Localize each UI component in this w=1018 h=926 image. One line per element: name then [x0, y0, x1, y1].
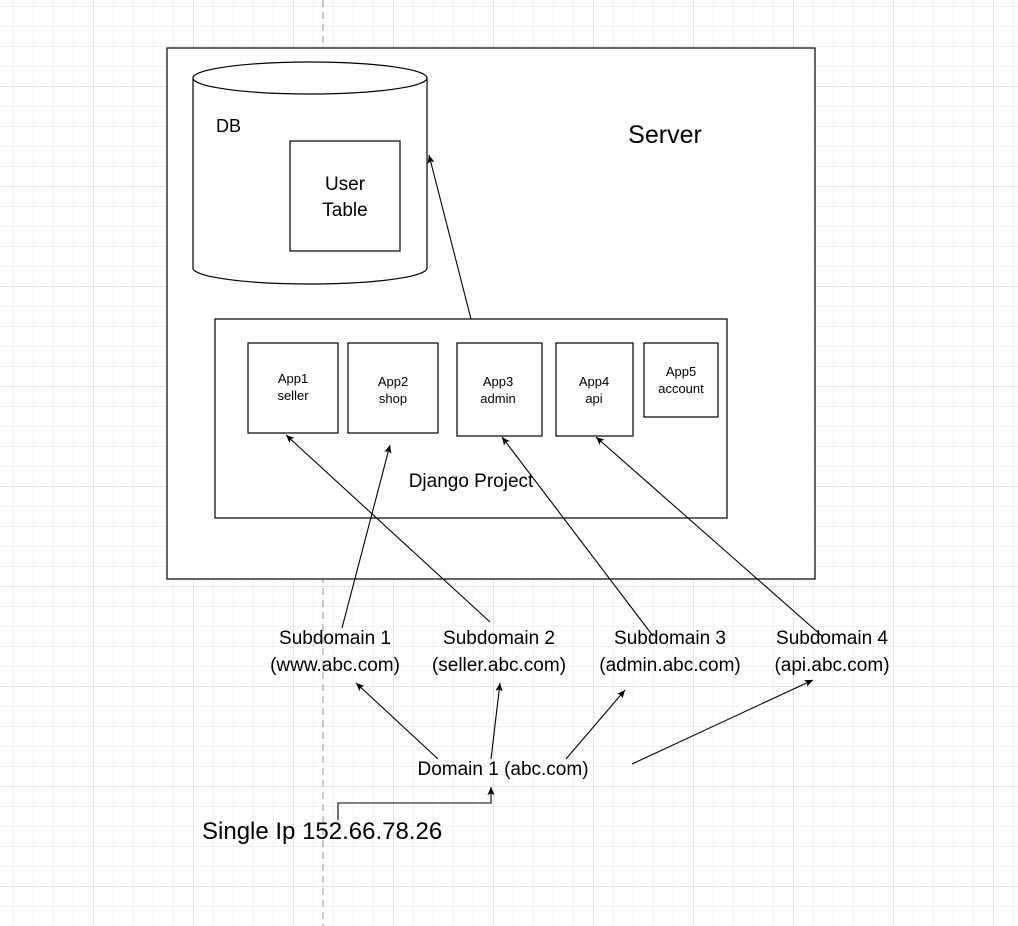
app-box-role: seller — [277, 388, 309, 403]
app-box-role: api — [585, 391, 602, 406]
arrow-subdomain2-to-app1[interactable] — [285, 434, 491, 623]
subdomain-host: (seller.abc.com) — [432, 655, 566, 676]
user-table-label-line1: User — [325, 174, 366, 195]
connectors — [285, 154, 823, 820]
app-box-admin[interactable]: App3 admin — [456, 342, 543, 437]
subdomain-title: Subdomain 2 — [443, 628, 555, 649]
arrow-domain-to-subdomain3[interactable] — [565, 689, 626, 760]
user-table-box[interactable]: User Table — [289, 140, 401, 252]
app-box-name: App2 — [378, 374, 408, 389]
arrow-domain-to-subdomain4[interactable] — [631, 679, 814, 765]
subdomain-4-node[interactable]: Subdomain 4 (api.abc.com) — [774, 628, 889, 676]
subdomain-title: Subdomain 1 — [279, 628, 391, 649]
subdomain-host: (www.abc.com) — [270, 655, 400, 676]
app-box-api[interactable]: App4 api — [555, 342, 634, 437]
subdomain-title: Subdomain 3 — [614, 628, 726, 649]
arrow-ip-to-domain[interactable] — [337, 787, 495, 820]
django-project-label: Django Project — [409, 471, 534, 492]
app-box-name: App1 — [278, 371, 308, 386]
app-box-role: shop — [379, 391, 407, 406]
subdomain-3-node[interactable]: Subdomain 3 (admin.abc.com) — [599, 628, 741, 676]
arrow-domain-to-subdomain1[interactable] — [355, 682, 439, 760]
app-box-seller[interactable]: App1 seller — [247, 342, 339, 434]
arrow-subdomain3-to-app3[interactable] — [501, 436, 654, 637]
server-label: Server — [628, 121, 702, 149]
user-table-label-line2: Table — [322, 200, 367, 221]
app-box-role: admin — [480, 391, 515, 406]
subdomain-title: Subdomain 4 — [776, 628, 888, 649]
app-box-name: App5 — [666, 364, 696, 379]
arrow-django-to-db[interactable] — [427, 154, 472, 320]
arrow-subdomain1-to-app2[interactable] — [341, 444, 392, 629]
app-box-name: App3 — [483, 374, 513, 389]
app-box-shop[interactable]: App2 shop — [347, 342, 439, 434]
db-label: DB — [216, 116, 241, 136]
single-ip-label[interactable]: Single Ip 152.66.78.26 — [202, 818, 442, 845]
subdomain-2-node[interactable]: Subdomain 2 (seller.abc.com) — [432, 628, 566, 676]
arrow-domain-to-subdomain2[interactable] — [490, 682, 503, 760]
subdomain-host: (api.abc.com) — [774, 655, 889, 676]
subdomain-host: (admin.abc.com) — [599, 655, 741, 676]
app-box-role: account — [658, 381, 704, 396]
arrow-subdomain4-to-app4[interactable] — [595, 436, 823, 637]
subdomain-1-node[interactable]: Subdomain 1 (www.abc.com) — [270, 628, 400, 676]
app-box-name: App4 — [579, 374, 609, 389]
app-box-account[interactable]: App5 account — [643, 342, 719, 418]
domain-label[interactable]: Domain 1 (abc.com) — [417, 759, 588, 780]
